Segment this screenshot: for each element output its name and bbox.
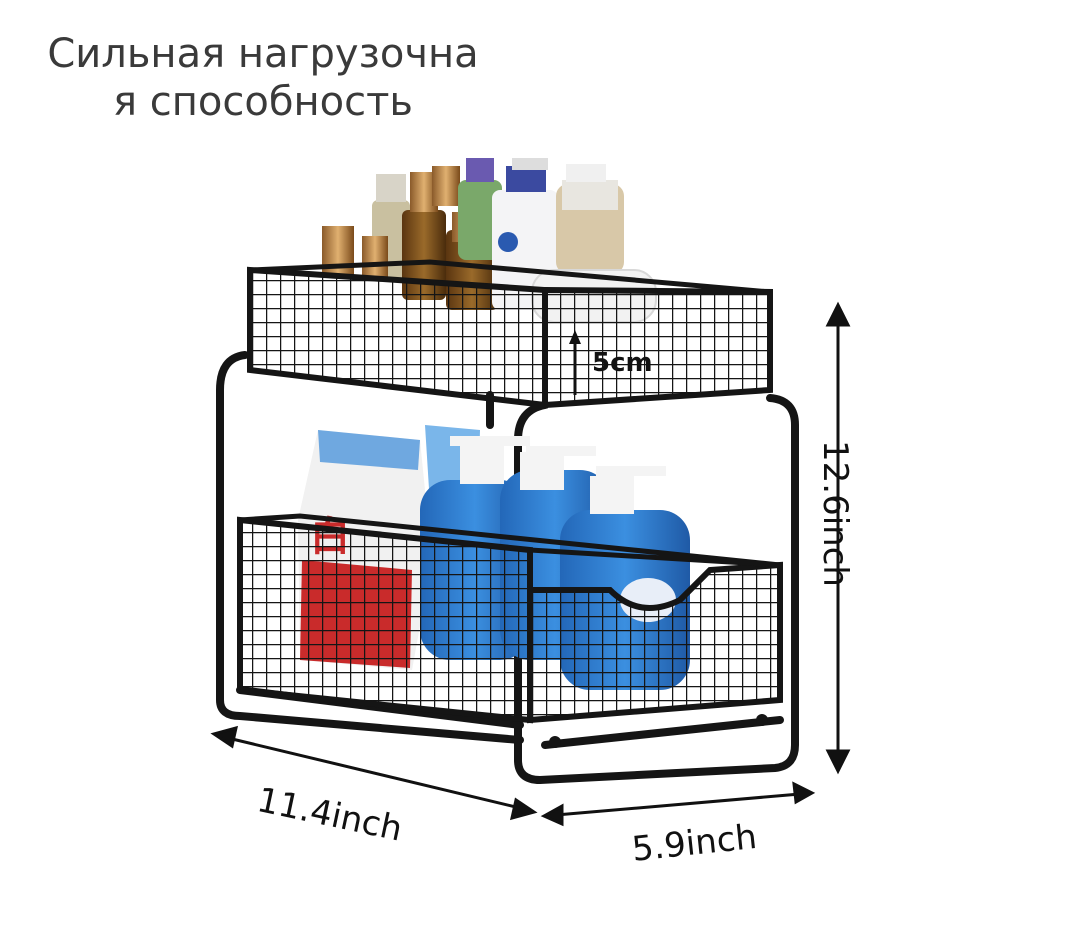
top-basket (247, 259, 773, 409)
height-arrow-top (825, 301, 851, 327)
height-arrow-bottom (825, 749, 851, 775)
headline-line-1: Сильная нагрузочна (47, 31, 479, 77)
basket-height-label: 5cm (592, 348, 653, 378)
bottom-basket (237, 513, 783, 748)
dimension-arrows (210, 301, 851, 827)
headline-line-2: я способность (112, 79, 414, 125)
depth-arrow-right (792, 781, 816, 805)
width-arrow-left (210, 725, 239, 749)
depth-arrow-line (555, 792, 801, 817)
headline: Сильная нагрузочна я способность (28, 30, 498, 126)
width-arrow-right (509, 797, 538, 821)
depth-arrow-left (540, 803, 564, 827)
width-arrow-line (227, 736, 521, 810)
metal-frame (216, 351, 799, 785)
height-label: 12.6inch (815, 440, 855, 587)
